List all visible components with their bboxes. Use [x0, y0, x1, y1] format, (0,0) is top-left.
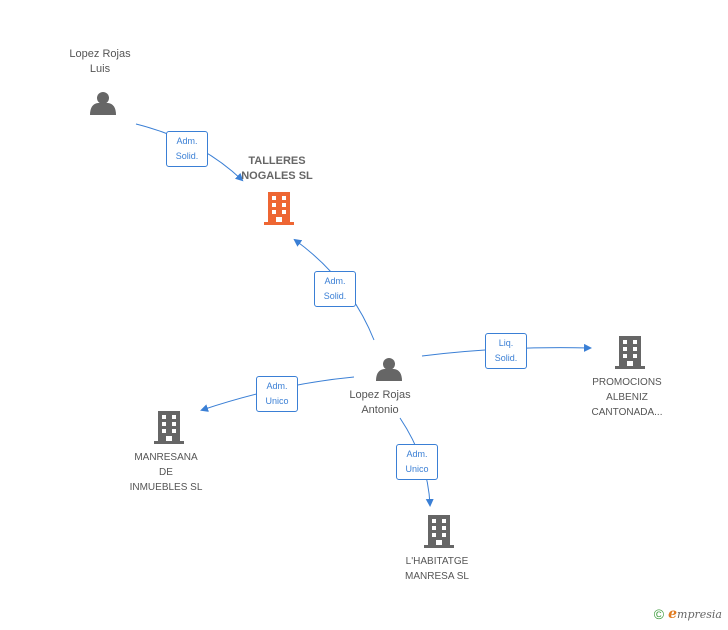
- edge-label-luis-talleres[interactable]: Adm. Solid.: [166, 131, 208, 167]
- node-name-line: NOGALES SL: [241, 170, 313, 182]
- edge-role: Adm.: [324, 276, 346, 286]
- node-name-line: L'HABITATGE: [405, 556, 469, 567]
- node-label-promocions[interactable]: PROMOCIONS ALBENIZ CANTONADA...: [592, 375, 663, 420]
- edge-label-antonio-talleres[interactable]: Adm. Solid.: [314, 271, 356, 307]
- node-name-line: MANRESANA: [134, 452, 198, 463]
- person-icon[interactable]: [376, 358, 402, 381]
- node-name-line: ALBENIZ: [606, 392, 648, 403]
- edge-role-type: Unico: [405, 464, 429, 474]
- edge-role: Liq.: [498, 338, 514, 348]
- node-name-line: INMUEBLES SL: [129, 482, 203, 493]
- node-name-line: PROMOCIONS: [592, 377, 662, 388]
- node-name-line: DE: [159, 467, 173, 478]
- building-icon[interactable]: [264, 192, 294, 225]
- edge-label-antonio-habitatge[interactable]: Adm. Unico: [396, 444, 438, 480]
- edge-role-type: Solid.: [494, 353, 518, 363]
- person-icon[interactable]: [90, 92, 116, 115]
- node-label-manresana[interactable]: MANRESANA DE INMUEBLES SL: [130, 450, 203, 495]
- node-name-line: CANTONADA...: [591, 407, 663, 418]
- node-name-line: TALLERES: [248, 155, 306, 167]
- copyright-icon: ©: [653, 606, 665, 622]
- node-label-luis[interactable]: Lopez Rojas Luis: [69, 47, 130, 77]
- edge-role: Adm.: [176, 136, 198, 146]
- footer-brand: © empresia: [654, 606, 722, 622]
- building-icon[interactable]: [615, 336, 645, 369]
- edge-role-type: Unico: [265, 396, 289, 406]
- node-name-line: MANRESA SL: [405, 571, 469, 582]
- node-label-talleres[interactable]: TALLERES NOGALES SL: [241, 154, 313, 184]
- node-name-line: Lopez Rojas: [349, 389, 411, 401]
- edge-role: Adm.: [266, 381, 288, 391]
- edge-role: Adm.: [406, 449, 428, 459]
- building-icon[interactable]: [424, 515, 454, 548]
- node-name-line: Luis: [89, 63, 111, 75]
- edge-role-type: Solid.: [175, 151, 199, 161]
- brand-logo[interactable]: empresia: [668, 606, 722, 622]
- edge-label-antonio-promocions[interactable]: Liq. Solid.: [485, 333, 527, 369]
- edge-label-antonio-manresana[interactable]: Adm. Unico: [256, 376, 298, 412]
- edge-role-type: Solid.: [323, 291, 347, 301]
- node-name-line: Antonio: [361, 404, 399, 416]
- building-icon[interactable]: [154, 411, 184, 444]
- node-name-line: Lopez Rojas: [69, 48, 131, 60]
- node-label-antonio[interactable]: Lopez Rojas Antonio: [349, 388, 410, 418]
- node-label-habitatge[interactable]: L'HABITATGE MANRESA SL: [405, 554, 469, 584]
